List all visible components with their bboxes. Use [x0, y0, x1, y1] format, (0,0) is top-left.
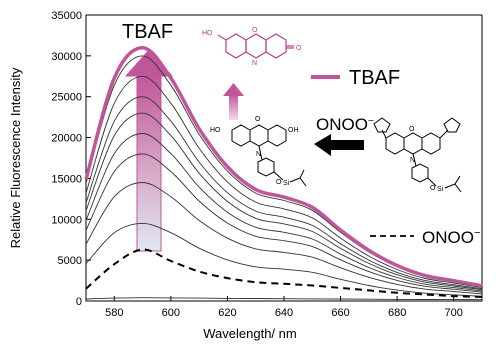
- svg-text:OH: OH: [288, 127, 299, 134]
- x-tick-label: 580: [105, 307, 123, 319]
- svg-text:N: N: [252, 60, 257, 67]
- svg-text:O: O: [296, 45, 302, 52]
- y-tick-label: 0: [76, 296, 82, 308]
- series-line-tbaf: [84, 45, 483, 288]
- series-line-3: [85, 112, 483, 291]
- svg-text:O: O: [409, 126, 415, 133]
- svg-text:O: O: [430, 185, 436, 192]
- series-line-1: [85, 75, 483, 288]
- y-tick-label: 35000: [51, 10, 82, 22]
- series-line-onoo: [85, 248, 483, 298]
- svg-text:O: O: [276, 179, 282, 186]
- y-tick-label: 25000: [51, 92, 82, 104]
- y-tick-label: 20000: [51, 133, 82, 145]
- x-axis-ticks: 580 600 620 640 660 680 700: [105, 296, 463, 319]
- tbaf-increase-arrow: [124, 49, 174, 252]
- legend-onoo-label: ONOO−: [422, 227, 480, 247]
- svg-text:HO: HO: [202, 30, 213, 37]
- y-axis-ticks: 0 5000 10000 15000 20000 25000 30000 35000: [51, 10, 91, 308]
- series-line-2: [85, 96, 483, 290]
- boronate-probe-structure-icon: [373, 117, 462, 193]
- series-line-9: [85, 297, 483, 301]
- x-tick-label: 620: [218, 307, 236, 319]
- y-tick-label: 10000: [51, 214, 82, 226]
- x-tick-label: 700: [445, 307, 463, 319]
- legend-tbaf-label: TBAF: [349, 67, 400, 89]
- svg-text:Si: Si: [283, 180, 290, 187]
- x-tick-label: 600: [162, 307, 180, 319]
- svg-text:Si: Si: [437, 186, 444, 193]
- svg-text:HO: HO: [210, 127, 221, 134]
- small-up-arrow: [223, 83, 244, 120]
- series-line-6: [85, 182, 483, 295]
- probe-structure-icon: [231, 124, 307, 187]
- product-structure-icon: [217, 33, 294, 59]
- tbaf-top-label: TBAF: [122, 21, 173, 43]
- y-tick-label: 15000: [51, 173, 82, 185]
- y-tick-label: 30000: [51, 51, 82, 63]
- svg-text:O: O: [252, 27, 258, 34]
- svg-text:O: O: [255, 116, 261, 123]
- y-axis-title: Relative Fluorescence Intensity: [8, 67, 23, 248]
- svg-text:N: N: [410, 157, 415, 164]
- series-line-7: [85, 222, 483, 297]
- series-line-5: [85, 153, 483, 293]
- x-axis-title: Wavelength/ nm: [203, 326, 296, 341]
- series-line-4: [85, 133, 483, 292]
- x-tick-label: 660: [331, 307, 349, 319]
- onoo-reaction-arrow: [314, 134, 364, 156]
- spectra-curves: [84, 45, 483, 301]
- onoo-arrow-label: ONOO−: [316, 115, 374, 134]
- x-tick-label: 640: [275, 307, 293, 319]
- svg-text:N: N: [256, 151, 261, 158]
- y-tick-label: 5000: [58, 255, 82, 267]
- x-tick-label: 680: [388, 307, 406, 319]
